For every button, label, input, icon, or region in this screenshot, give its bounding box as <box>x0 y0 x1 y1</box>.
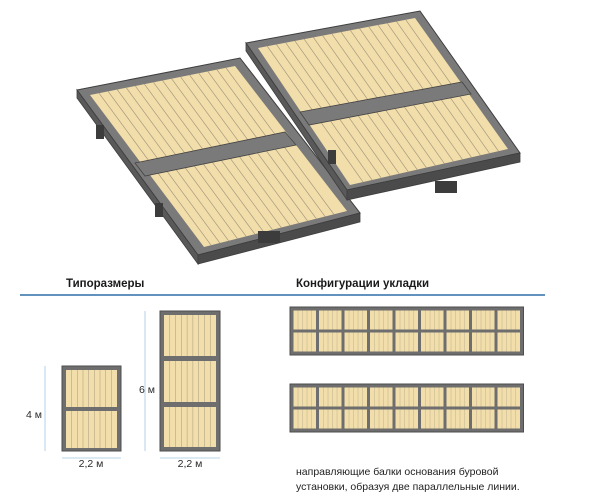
heading-sizes: Типоразмеры <box>66 278 145 290</box>
config-cell <box>472 310 495 330</box>
width-label-2: 2,2 м <box>178 458 203 470</box>
config-cell <box>421 332 444 352</box>
size-2-2x4-mat: 4 м 2,2 м <box>26 365 122 470</box>
deck-plank-line <box>258 18 443 185</box>
deck-plank-line <box>90 66 276 247</box>
deck-plank-line <box>276 18 508 185</box>
config-cell <box>446 409 469 429</box>
deck-plank-line <box>90 66 312 247</box>
config-cell <box>446 310 469 330</box>
deck-plank-line <box>90 66 303 247</box>
config-cell <box>421 310 444 330</box>
config-cell <box>497 332 520 352</box>
deck-plank-line <box>258 18 480 185</box>
deck-plank-line <box>90 66 240 247</box>
config-cell <box>344 387 367 407</box>
config-cell <box>497 387 520 407</box>
mat-front-right <box>346 152 521 201</box>
config-cell <box>293 310 316 330</box>
config-cell <box>497 310 520 330</box>
deck-plank-line <box>258 18 490 185</box>
config-cell <box>344 409 367 429</box>
config-cell <box>319 409 342 429</box>
config-cell <box>446 387 469 407</box>
width-label-1: 2,2 м <box>79 458 104 470</box>
config-cell <box>421 387 444 407</box>
deck-plank-line <box>90 66 347 247</box>
mat-crossbeam-right <box>299 81 472 126</box>
size-2-section-2 <box>164 361 216 402</box>
config-cell <box>395 310 418 330</box>
config-cell <box>395 409 418 429</box>
deck-plank-line <box>90 66 347 247</box>
config-row-1 <box>289 306 524 356</box>
config-cell <box>319 387 342 407</box>
isometric-mat-right <box>245 10 521 202</box>
deck-plank-line <box>258 18 499 185</box>
caption-line-2: установки, образуя две параллельные лини… <box>296 481 520 493</box>
config-row-2 <box>289 383 524 433</box>
config-cell <box>344 332 367 352</box>
config-cell <box>472 332 495 352</box>
deck-plank-line <box>90 66 340 247</box>
deck-plank-line <box>90 66 330 247</box>
deck-plank-line <box>90 66 294 247</box>
height-label-4m: 4 м <box>26 409 42 421</box>
config-cell <box>446 332 469 352</box>
config-cell <box>395 387 418 407</box>
deck-plank-line <box>90 66 321 247</box>
config-cell <box>293 409 316 429</box>
deck-plank-line <box>90 66 258 247</box>
hinge-left-1 <box>96 125 104 139</box>
size-1-section-1 <box>66 370 117 407</box>
height-label-6m: 6 м <box>139 384 155 396</box>
deck-plank-line <box>285 18 508 185</box>
config-cell <box>370 310 393 330</box>
mat-crossbeam-left <box>134 131 297 177</box>
deck-plank-line <box>90 66 347 247</box>
config-cell <box>319 310 342 330</box>
config-cell <box>472 409 495 429</box>
config-cell <box>370 409 393 429</box>
lock-right <box>435 181 457 193</box>
size-1-section-2 <box>66 411 117 448</box>
deck-plank-line <box>90 66 267 247</box>
config-cell <box>370 332 393 352</box>
size-2-2x6-mat: 6 м 2,2 м <box>139 310 221 470</box>
config-cell <box>370 387 393 407</box>
config-cell <box>395 332 418 352</box>
deck-plank-line <box>90 66 285 247</box>
isometric-mat-left <box>76 57 361 266</box>
caption-line-1: направляющие балки основания буровой <box>296 466 499 478</box>
hinge-left-2 <box>155 203 163 217</box>
hinge-right-1 <box>328 150 336 164</box>
config-cell <box>421 409 444 429</box>
size-2-section-1 <box>164 315 216 356</box>
caption: направляющие балки основания буровой уст… <box>296 465 546 495</box>
deck-plank-line <box>90 66 249 247</box>
size-2-section-3 <box>164 407 216 447</box>
config-cell <box>319 332 342 352</box>
deck-plank-line <box>258 18 453 185</box>
heading-configs: Конфигурации укладки <box>296 278 429 290</box>
lock-left <box>258 231 280 243</box>
config-cell <box>472 387 495 407</box>
config-cell <box>293 387 316 407</box>
config-cell <box>344 310 367 330</box>
config-cell <box>293 332 316 352</box>
config-cell <box>497 409 520 429</box>
